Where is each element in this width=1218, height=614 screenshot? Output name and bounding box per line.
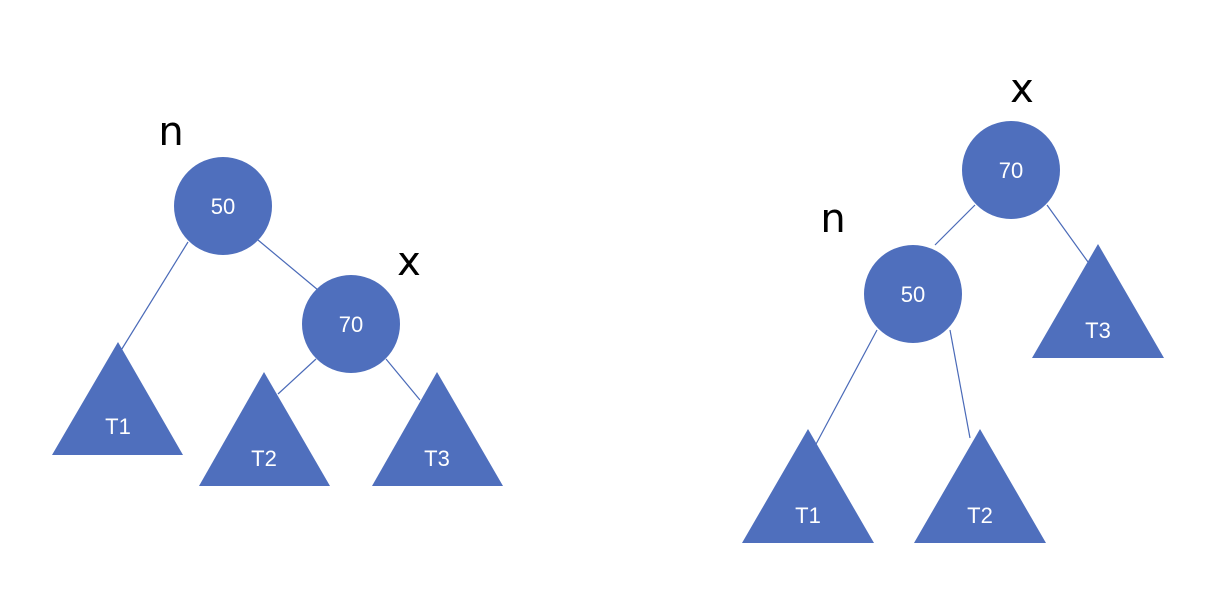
edge-70-t2 xyxy=(277,358,317,395)
pointer-x: x xyxy=(397,239,421,285)
node-root-label: 50 xyxy=(211,194,235,219)
subtree-t3 xyxy=(1032,244,1164,358)
subtree-t2-label: T2 xyxy=(967,503,993,528)
node-child-label: 70 xyxy=(339,312,363,337)
subtree-t3 xyxy=(372,372,503,486)
node-root xyxy=(962,121,1060,219)
pointer-n: n xyxy=(158,109,183,155)
node-child xyxy=(864,245,962,343)
subtree-t1-label: T1 xyxy=(105,414,131,439)
edge-50-70 xyxy=(257,239,319,291)
subtree-t2 xyxy=(914,429,1046,543)
before-tree: T1 T2 T3 50 70 n x xyxy=(52,109,503,486)
pointer-n: n xyxy=(820,196,845,242)
subtree-t3-label: T3 xyxy=(1085,318,1111,343)
edge-70-50 xyxy=(934,204,976,246)
subtree-t1 xyxy=(52,342,183,455)
node-root-label: 70 xyxy=(999,158,1023,183)
edge-50-t1 xyxy=(814,329,878,447)
pointer-x: x xyxy=(1010,66,1034,112)
node-root xyxy=(174,157,272,255)
subtree-t3-label: T3 xyxy=(424,446,450,471)
node-child xyxy=(302,275,400,373)
node-child-label: 50 xyxy=(901,282,925,307)
edge-50-t2 xyxy=(949,329,971,439)
edge-70-t3 xyxy=(385,358,421,401)
subtree-t2 xyxy=(199,372,330,486)
subtree-t1 xyxy=(742,429,874,543)
edge-70-t3 xyxy=(1046,204,1089,263)
after-tree: T3 T1 T2 70 50 x n xyxy=(742,66,1164,543)
subtree-t2-label: T2 xyxy=(251,446,277,471)
subtree-t1-label: T1 xyxy=(795,503,821,528)
edge-50-t1 xyxy=(119,241,189,353)
